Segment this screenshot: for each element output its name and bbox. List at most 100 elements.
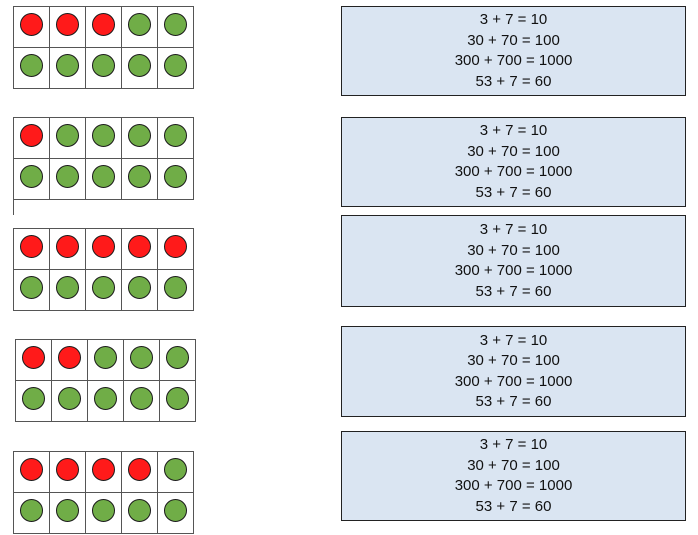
ten-frame-cell (85, 492, 122, 534)
green-counter (128, 124, 151, 147)
ten-frame-cell (121, 269, 158, 311)
ten-frame-cell (13, 492, 50, 534)
green-counter (130, 387, 153, 410)
ten-frame-cell (85, 6, 122, 48)
green-counter (58, 387, 81, 410)
green-counter (128, 499, 151, 522)
ten-frame-cell (85, 228, 122, 270)
ten-frame-cell (157, 6, 194, 48)
equation-line: 3 + 7 = 10 (479, 331, 548, 349)
ten-frame (15, 339, 196, 422)
ten-frame-cell (121, 47, 158, 89)
ten-frame-bottom-row (13, 47, 194, 89)
green-counter (94, 346, 117, 369)
red-counter (22, 346, 45, 369)
ten-frame-cell (49, 451, 86, 493)
equation-line: 3 + 7 = 10 (479, 11, 548, 28)
ten-frame-cell (157, 492, 194, 534)
green-counter (92, 499, 115, 522)
red-counter (92, 13, 115, 36)
green-counter (56, 124, 79, 147)
ten-frame-cell (13, 451, 50, 493)
ten-frame-cell (49, 117, 86, 159)
ten-frame-cell (159, 380, 196, 422)
equation-line: 300 + 700 = 1000 (454, 262, 573, 279)
red-counter (58, 346, 81, 369)
ten-frame-cell (157, 117, 194, 159)
equation-line: 53 + 7 = 60 (475, 282, 552, 300)
green-counter (56, 499, 79, 522)
equation-box: 3 + 7 = 10 30 + 70 = 100 300 + 700 = 100… (341, 215, 686, 307)
ten-frame-cell (85, 158, 122, 200)
red-counter (20, 458, 43, 481)
ten-frame (13, 117, 194, 200)
ten-frame-cell (157, 451, 194, 493)
equation-box: 3 + 7 = 10 30 + 70 = 100 300 + 700 = 100… (341, 326, 686, 417)
equation-line: 30 + 70 = 100 (467, 456, 560, 474)
ten-frame-cell (15, 339, 52, 381)
ten-frame-cell (49, 47, 86, 89)
equation-line: 300 + 700 = 1000 (454, 163, 573, 180)
green-counter (92, 276, 115, 299)
red-counter (56, 235, 79, 258)
green-counter (128, 13, 151, 36)
red-counter (128, 458, 151, 481)
equation-line: 300 + 700 = 1000 (454, 372, 573, 390)
green-counter (56, 54, 79, 77)
ten-frame-cell (121, 6, 158, 48)
ten-frame-cell (51, 380, 88, 422)
ten-frame-cell (13, 158, 50, 200)
ten-frame-cell (49, 158, 86, 200)
ten-frame (13, 6, 194, 89)
ten-frame-cell (121, 451, 158, 493)
ten-frame-bottom-row (13, 158, 194, 200)
ten-frame-cell (85, 269, 122, 311)
green-counter (128, 276, 151, 299)
stray-grid-line (13, 199, 14, 215)
ten-frame-cell (13, 269, 50, 311)
green-counter (22, 387, 45, 410)
green-counter (164, 165, 187, 188)
green-counter (20, 499, 43, 522)
ten-frame-bottom-row (13, 269, 194, 311)
red-counter (56, 458, 79, 481)
green-counter (20, 165, 43, 188)
ten-frame-cell (13, 47, 50, 89)
ten-frame-cell (49, 492, 86, 534)
green-counter (166, 346, 189, 369)
red-counter (92, 458, 115, 481)
green-counter (128, 54, 151, 77)
ten-frame-top-row (15, 339, 196, 381)
ten-frame-cell (121, 492, 158, 534)
green-counter (20, 54, 43, 77)
green-counter (92, 165, 115, 188)
ten-frame-cell (49, 228, 86, 270)
ten-frame-bottom-row (13, 492, 194, 534)
equation-line: 3 + 7 = 10 (479, 122, 548, 139)
red-counter (128, 235, 151, 258)
ten-frame-cell (121, 228, 158, 270)
ten-frame-cell (85, 451, 122, 493)
green-counter (94, 387, 117, 410)
green-counter (166, 387, 189, 410)
green-counter (164, 499, 187, 522)
green-counter (20, 276, 43, 299)
ten-frame-cell (49, 269, 86, 311)
ten-frame-cell (121, 117, 158, 159)
equation-box: 3 + 7 = 10 30 + 70 = 100 300 + 700 = 100… (341, 117, 686, 207)
equation-line: 53 + 7 = 60 (475, 393, 552, 410)
ten-frame-cell (87, 339, 124, 381)
ten-frame-cell (13, 117, 50, 159)
green-counter (130, 346, 153, 369)
equation-line: 30 + 70 = 100 (467, 31, 560, 49)
green-counter (128, 165, 151, 188)
green-counter (164, 124, 187, 147)
equation-box: 3 + 7 = 10 30 + 70 = 100 300 + 700 = 100… (341, 6, 686, 96)
ten-frame-cell (85, 47, 122, 89)
ten-frame-top-row (13, 117, 194, 159)
red-counter (92, 235, 115, 258)
green-counter (164, 54, 187, 77)
ten-frame-cell (157, 47, 194, 89)
ten-frame-cell (157, 269, 194, 311)
green-counter (92, 54, 115, 77)
